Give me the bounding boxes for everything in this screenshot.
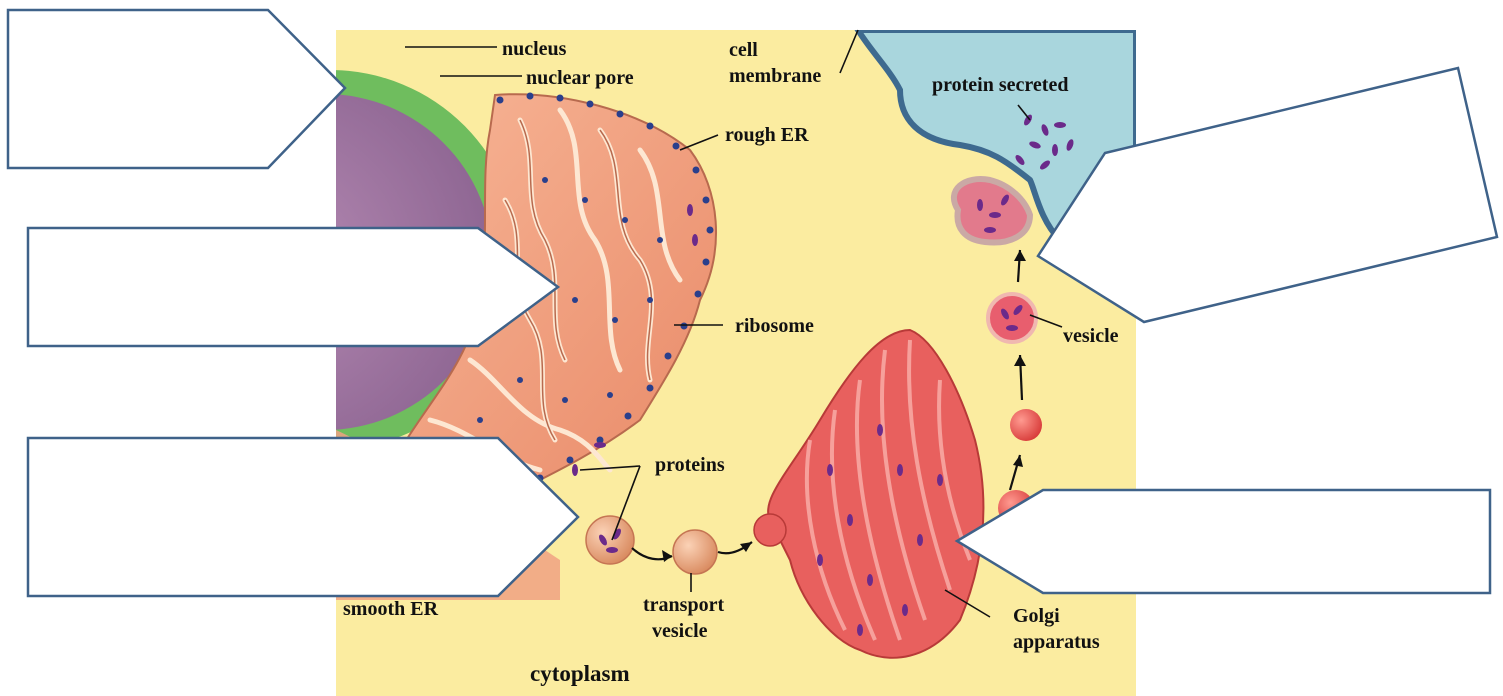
- label-transport-vesicle-line2: vesicle: [652, 620, 708, 642]
- label-cytoplasm: cytoplasm: [530, 661, 630, 686]
- label-cell-membrane-line1: cell: [729, 39, 758, 61]
- callout-box-3[interactable]: [28, 438, 578, 596]
- secretory-vesicle-small: [1010, 409, 1042, 441]
- label-golgi-line1: Golgi: [1013, 605, 1060, 627]
- label-vesicle: vesicle: [1063, 325, 1119, 347]
- callout-box-5[interactable]: [957, 490, 1490, 593]
- label-golgi-line2: apparatus: [1013, 631, 1100, 653]
- secretory-vesicle: [988, 294, 1036, 342]
- callout-box-1[interactable]: [8, 10, 345, 168]
- protein-vesicle: [586, 516, 634, 564]
- label-protein-secreted: protein secreted: [932, 74, 1068, 96]
- label-cell-membrane-line2: membrane: [729, 65, 821, 87]
- callout-box-2[interactable]: [28, 228, 558, 346]
- label-nucleus: nucleus: [502, 38, 567, 60]
- label-proteins: proteins: [655, 454, 725, 476]
- label-nuclear-pore: nuclear pore: [526, 67, 634, 89]
- label-rough-er: rough ER: [725, 124, 809, 146]
- label-smooth-er: smooth ER: [343, 598, 439, 620]
- label-transport-vesicle-line1: transport: [643, 594, 724, 616]
- transport-vesicle: [673, 530, 717, 574]
- label-ribosome: ribosome: [735, 315, 814, 337]
